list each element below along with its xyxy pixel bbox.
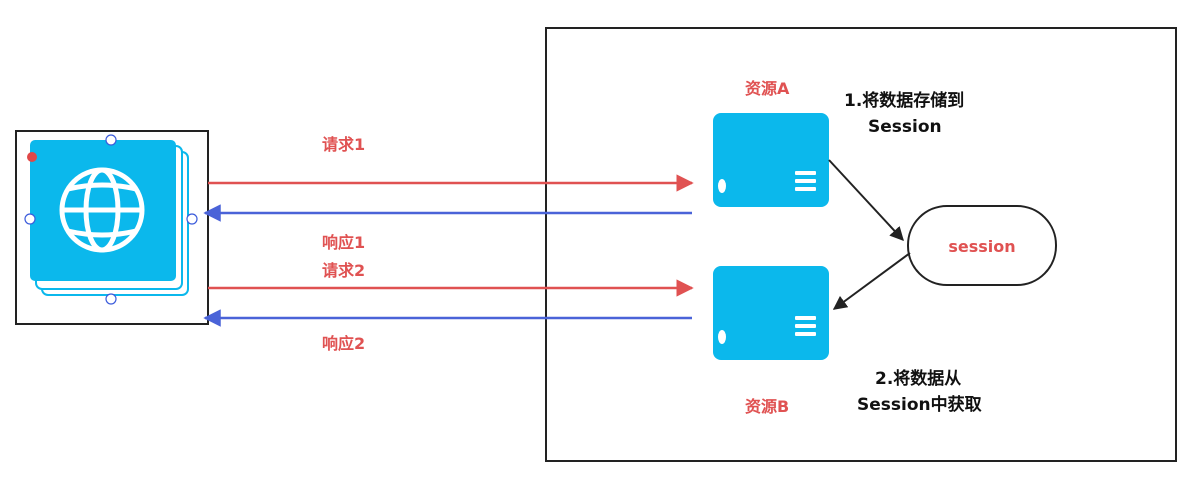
selection-handles[interactable] [24, 134, 198, 305]
fetch-note-line1: 2.将数据从 [875, 368, 961, 389]
server-a[interactable] [713, 113, 829, 207]
server-frame [545, 27, 1177, 462]
response2-label: 响应2 [322, 334, 365, 353]
resource-b-label: 资源B [745, 397, 789, 416]
rotate-handle[interactable] [27, 152, 37, 162]
globe-icon [59, 167, 145, 253]
session-shape [907, 205, 1057, 286]
server-b[interactable] [713, 266, 829, 360]
resource-a-label: 资源A [745, 79, 790, 98]
server-icon [713, 266, 829, 360]
store-note-line2: Session [868, 117, 942, 137]
client-browser[interactable] [15, 130, 209, 325]
response1-label: 响应1 [322, 233, 365, 252]
session-label: session [948, 237, 1015, 256]
store-arrow [828, 159, 904, 242]
session-store[interactable]: session [907, 205, 1057, 286]
fetch-note-line2: Session中获取 [857, 394, 982, 415]
store-note-line1: 1.将数据存储到 [844, 90, 964, 111]
fetch-arrow [832, 252, 911, 310]
server-icon [713, 113, 829, 207]
request2-label: 请求2 [322, 261, 365, 280]
request1-label: 请求1 [322, 135, 365, 154]
